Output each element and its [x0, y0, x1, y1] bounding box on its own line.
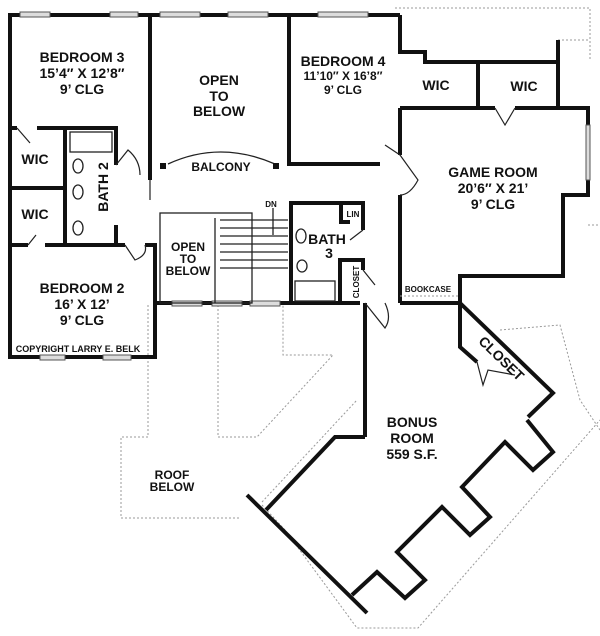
- bedroom3-ceiling: 9’ CLG: [60, 81, 104, 97]
- game-room-name: GAME ROOM: [448, 164, 537, 180]
- game-room-ceiling: 9’ CLG: [471, 196, 515, 212]
- windows: [19, 11, 591, 361]
- open-below-stair-1: OPEN: [171, 240, 205, 254]
- closet-hall-label: CLOSET: [352, 266, 361, 299]
- bedroom4-size: 11’10″ X 16’8″: [304, 69, 383, 83]
- bath2-label: BATH 2: [95, 162, 111, 212]
- bedroom4-ceiling: 9’ CLG: [324, 83, 362, 97]
- bedroom3-name: BEDROOM 3: [40, 49, 125, 65]
- linen-label: LIN: [347, 210, 360, 219]
- room-labels: BEDROOM 3 15’4″ X 12’8″ 9’ CLG OPEN TO B…: [16, 49, 538, 494]
- bedroom2-ceiling: 9’ CLG: [60, 312, 104, 328]
- game-room-size: 20’6″ X 21’: [458, 180, 529, 196]
- bonus-room-3: 559 S.F.: [386, 446, 437, 462]
- bath3-line1: BATH: [308, 231, 346, 247]
- bedroom3-size: 15’4″ X 12’8″: [39, 65, 124, 81]
- open-below-top-2: TO: [209, 88, 228, 104]
- open-below-stair-3: BELOW: [166, 264, 211, 278]
- roof-outlines: [120, 7, 600, 629]
- open-below-top-3: BELOW: [193, 103, 246, 119]
- bookcase-label: BOOKCASE: [405, 285, 452, 294]
- fixtures: [16, 107, 516, 388]
- roof-below-2: BELOW: [150, 480, 195, 494]
- copyright-label: COPYRIGHT LARRY E. BELK: [16, 344, 141, 354]
- stair-treads: [220, 219, 288, 269]
- wic-bedroom4: WIC: [422, 77, 449, 93]
- walls: [8, 13, 590, 615]
- stairs-down-label: DN: [265, 200, 277, 209]
- wic-game: WIC: [510, 78, 537, 94]
- bedroom2-size: 16’ X 12’: [54, 296, 109, 312]
- bedroom2-name: BEDROOM 2: [40, 280, 125, 296]
- wic-lower: WIC: [21, 206, 48, 222]
- roof-below-1: ROOF: [155, 468, 190, 482]
- open-below-top-1: OPEN: [199, 72, 239, 88]
- bedroom4-name: BEDROOM 4: [301, 53, 386, 69]
- open-below-stair-2: TO: [180, 252, 196, 266]
- bonus-room-1: BONUS: [387, 414, 438, 430]
- wic-upper: WIC: [21, 151, 48, 167]
- bonus-room-2: ROOM: [390, 430, 434, 446]
- bath3-line2: 3: [325, 245, 333, 261]
- balcony-label: BALCONY: [191, 160, 250, 174]
